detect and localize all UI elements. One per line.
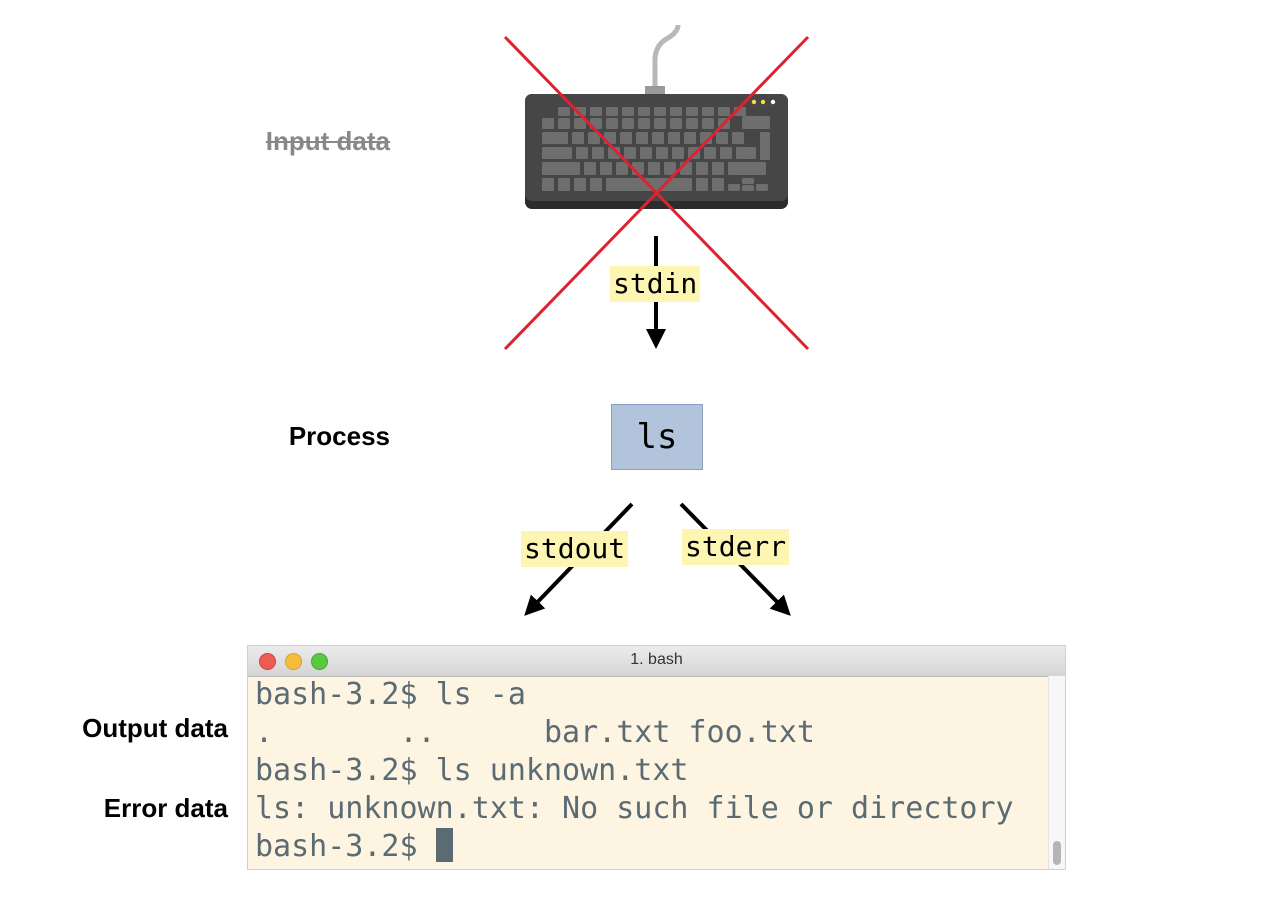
terminal-title-bar: 1. bash (248, 646, 1065, 677)
error-data-label: Error data (103, 793, 228, 823)
close-window-button[interactable] (259, 653, 276, 670)
terminal-line: bash-3.2$ ls -a (255, 677, 526, 712)
terminal-line: bash-3.2$ ls unknown.txt (255, 753, 689, 788)
process-box: ls (611, 404, 703, 470)
stdin-label: stdin (610, 266, 701, 302)
terminal-window: 1. bash bash-3.2$ ls -a . .. bar.txt foo… (247, 645, 1066, 870)
stdout-label: stdout (521, 531, 629, 567)
terminal-cursor (435, 828, 453, 862)
terminal-title: 1. bash (630, 651, 683, 668)
terminal-line: ls: unknown.txt: No such file or directo… (255, 791, 1014, 826)
keyboard-icon (525, 24, 788, 209)
terminal-line: . .. bar.txt foo.txt (255, 715, 815, 750)
terminal-output[interactable]: bash-3.2$ ls -a . .. bar.txt foo.txt bas… (255, 676, 1049, 866)
zoom-window-button[interactable] (311, 653, 328, 670)
stderr-label: stderr (682, 529, 790, 565)
input-data-label: Input data (265, 126, 390, 156)
cross-out-icon (503, 35, 810, 351)
terminal-prompt-line: bash-3.2$ (255, 828, 1049, 866)
terminal-prompt: bash-3.2$ (255, 829, 436, 864)
output-data-label: Output data (82, 713, 228, 743)
minimize-window-button[interactable] (285, 653, 302, 670)
terminal-scrollbar[interactable] (1048, 676, 1065, 869)
terminal-scrollbar-thumb[interactable] (1053, 841, 1061, 865)
process-label: Process (288, 421, 390, 451)
